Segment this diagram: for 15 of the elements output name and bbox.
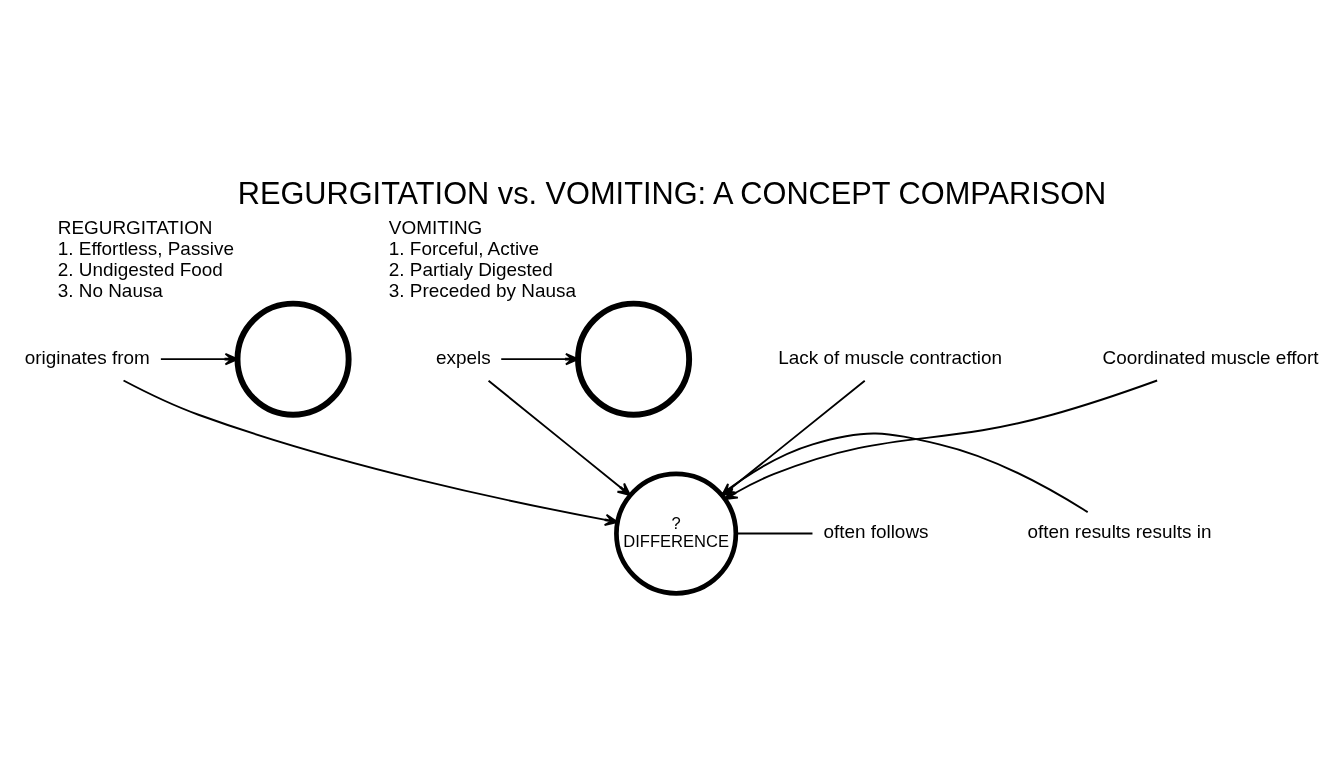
node-label: 3. Preceded by Nausa <box>388 280 576 302</box>
node-label: VOMITING <box>388 216 483 238</box>
node-text: Coordinated muscle effort <box>1102 346 1319 368</box>
node-text: often results results in <box>1027 521 1212 543</box>
node-label: 3. No Nausa <box>57 280 163 302</box>
node-text: originates from <box>24 346 150 368</box>
node-label: 1. Forceful, Active <box>388 237 540 259</box>
node-label: REGURGITATION <box>57 216 213 238</box>
node-label: 2. Undigested Food <box>57 259 223 281</box>
node-label: 1. Effortless, Passive <box>57 237 234 259</box>
node-text: expels <box>435 346 491 368</box>
diagram-title: REGURGITATION vs. VOMITING: A CONCEPT COMPARISON <box>237 176 1107 212</box>
node-label: 2. Partialy Digested <box>388 259 553 281</box>
node-text: Lack of muscle contraction <box>778 346 1003 368</box>
node-text: often follows <box>823 521 929 543</box>
